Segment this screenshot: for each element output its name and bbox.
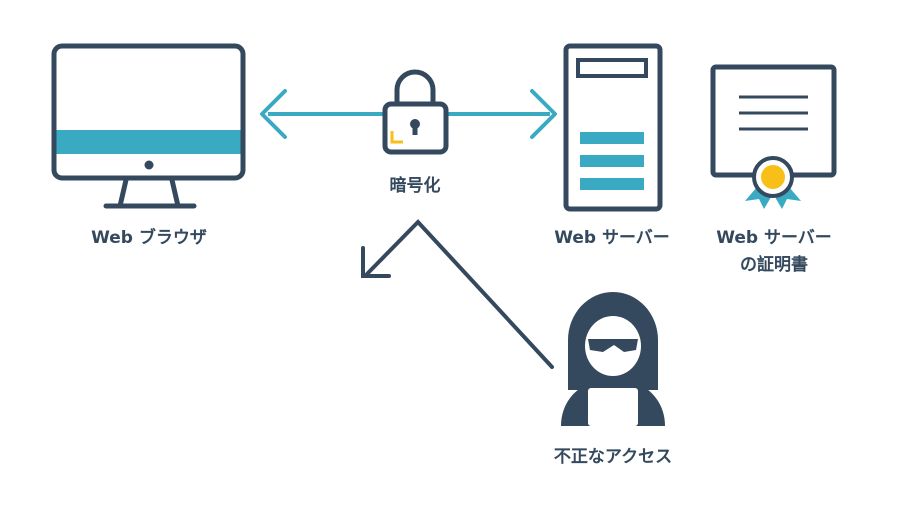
interception-arrow <box>361 219 554 369</box>
certificate-label-line1: Web サーバー <box>716 228 832 248</box>
certificate-icon <box>710 64 837 209</box>
server-label: Web サーバー <box>554 228 670 248</box>
encryption-label: 暗号化 <box>390 175 441 196</box>
server-tower-icon <box>563 43 663 212</box>
hooded-hacker-icon <box>561 292 665 426</box>
browser-label: Web ブラウザ <box>91 227 207 248</box>
encrypted-connection-arrow <box>260 89 557 139</box>
monitor-icon <box>51 43 246 209</box>
attacker-label: 不正なアクセス <box>554 447 672 467</box>
padlock-icon <box>382 69 449 155</box>
certificate-label-line2: の証明書 <box>740 254 808 275</box>
